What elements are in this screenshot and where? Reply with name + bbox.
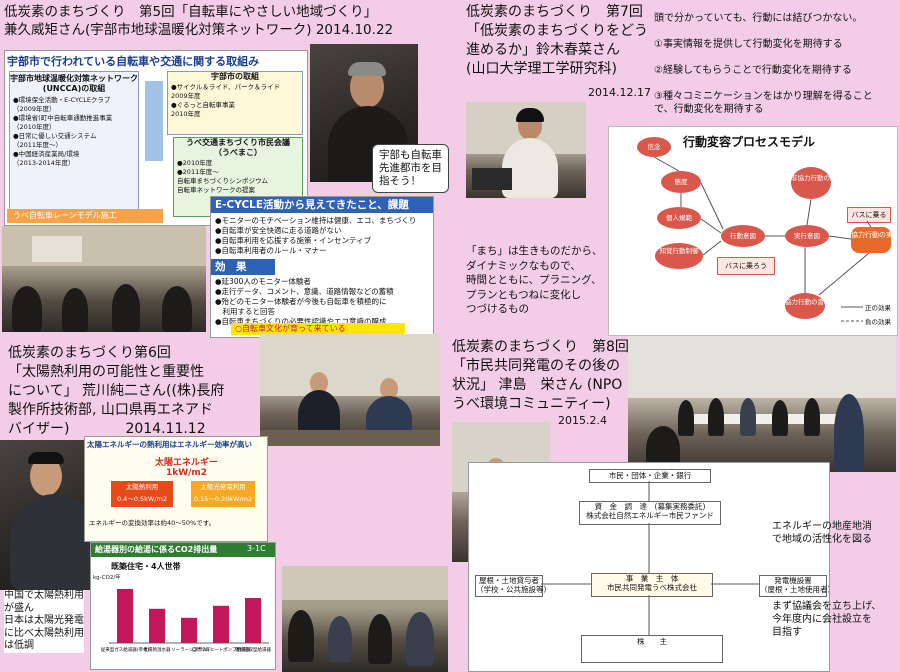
lecture6-title: 低炭素のまちづくり第6回 「太陽熱利用の可能性と重要性 について」 荒川純二さん… bbox=[8, 345, 225, 437]
link-arrow bbox=[145, 81, 163, 161]
solar-energy: 太陽エネルギー 1kW/m2 bbox=[155, 458, 219, 478]
co2-chart-tag: 3-1C bbox=[247, 544, 266, 553]
lecture5-slide-title: 宇部市で行われている自転車や交通に関する取組み bbox=[7, 55, 260, 68]
legend-positive: 正の効果 bbox=[865, 304, 891, 312]
tick-label-3: 自然冷媒ヒートポンプ給湯器 bbox=[192, 646, 251, 653]
node-attitude: 態度 bbox=[661, 171, 701, 193]
node-control: 知覚行動制御 bbox=[655, 243, 703, 269]
effect-title: 効 果 bbox=[211, 259, 275, 275]
bike-culture-label: ○自転車文化が育って来ている bbox=[231, 323, 405, 335]
co2-chart-title: 既築住宅・4人世帯 bbox=[111, 562, 181, 571]
effect-items: ●延300人のモニター体験者 ●走行データ、コメント、意識、道路情報などの蓄積 … bbox=[215, 277, 394, 326]
solar-heat-box: 太陽熱利用 0.4～0.5kW/m2 bbox=[111, 481, 173, 507]
flow-main-entity: 事 業 主 体 市民共同発電うべ株式会社 bbox=[591, 573, 713, 597]
uncca-items: ●環境保全活動・E-CYCLEクラブ （2009年度） ●環境省(町中自転車通勤… bbox=[13, 96, 113, 167]
lecture5-audience-photo bbox=[2, 226, 206, 332]
lecture7-date: 2014.12.17 bbox=[588, 86, 651, 99]
node-implementation: 実行意図 bbox=[785, 225, 829, 247]
solar-slide: 太陽エネルギーの熱利用はエネルギー効率が高い 太陽エネルギー 1kW/m2 太陽… bbox=[84, 436, 268, 542]
node-noncoop-habit: 非協力行動の習慣 bbox=[791, 167, 843, 199]
tick-label-1: 太陽熱温水器 bbox=[144, 646, 171, 653]
behavior-model-arrows bbox=[653, 156, 872, 322]
lecture8-meeting-photo bbox=[628, 336, 896, 472]
lecture5-slide: 宇部市で行われている自転車や交通に関する取組み 宇部市地球温暖化対策ネットワーク… bbox=[4, 50, 308, 226]
bar-4 bbox=[245, 598, 261, 643]
flow-shareholders: 株 主 bbox=[581, 635, 723, 663]
tick-label-0: 従来型ガス給湯器(参考) bbox=[101, 646, 150, 653]
bar-1 bbox=[149, 608, 165, 643]
uncca-header: 宇部市地球温暖化対策ネットワーク (UNCCA)の取組 bbox=[10, 74, 138, 93]
flow-citizens: 市民・団体・企業・銀行 bbox=[589, 469, 711, 483]
bar-3 bbox=[213, 605, 229, 643]
flow-roof-lender: 屋根・土地貸与者 （学校・公共施設等） bbox=[475, 575, 551, 597]
lecture7-quote: 「まち」は生きものだから、 ダイナミックなもので、 時間とともに、プラニング、 … bbox=[466, 245, 603, 315]
flow-generator: 発電機設置 （屋根・土地使用者） bbox=[759, 575, 829, 597]
bar-0 bbox=[117, 589, 133, 643]
ube-city-header: 宇部市の取組 bbox=[211, 72, 259, 81]
lecture5-title: 低炭素のまちづくり 第5回「自転車にやさしい地域づくり」 兼久威矩さん(宇部市地… bbox=[4, 4, 394, 38]
uncca-box: 宇部市地球温暖化対策ネットワーク (UNCCA)の取組 ●環境保全活動・E-CY… bbox=[9, 71, 139, 223]
tick-label-2: ソーラーシステム bbox=[171, 647, 207, 653]
node-coop-habit: 協力行動の習慣 bbox=[785, 293, 831, 319]
flow-fund: 資 金 調 達 (募集実務委託) 株式会社自然エネルギー市民ファンド bbox=[579, 501, 721, 525]
ecycle-title: E-CYCLE活動から見えてきたこと、課題 bbox=[211, 197, 433, 213]
bar-2 bbox=[181, 617, 197, 643]
speaker7-photo bbox=[466, 102, 586, 198]
lecture7-points: 頭で分かっていても、行動には結びつかない。 ①事実情報を提供して行動変化を期待す… bbox=[654, 13, 873, 115]
co2-chart-header: 給湯器別の給湯に係るCO2排出量 bbox=[95, 545, 218, 554]
ecycle-slide: E-CYCLE活動から見えてきたこと、課題 ●モニターのモチベーション維持は健康… bbox=[210, 196, 434, 338]
flow-arrows bbox=[541, 481, 759, 635]
ubemako-header: うべ交通まちづくり市民会議 （うべまこ） bbox=[186, 138, 290, 157]
lecture6-audience-photo bbox=[282, 566, 448, 672]
node-coop-exec: 協力行動の実行 bbox=[851, 227, 897, 253]
legend-negative: 負の効果 bbox=[865, 318, 891, 326]
bike-lane-label: うべ自転車レーンモデル施工 bbox=[7, 209, 163, 223]
solar-pv-box: 太陽光発電利用 0.15～0.20kW/m2 bbox=[191, 481, 255, 507]
node-bus-intent: バスに乗ろう bbox=[717, 257, 775, 275]
lecture8-note2: まず協議会を立ち上げ、 今年度内に会社設立を 目指す bbox=[772, 601, 882, 638]
lecture5-speech-bubble: 宇部も自転車 先進都市を目 指そう！ bbox=[372, 144, 449, 193]
node-intention: 行動意図 bbox=[721, 225, 765, 247]
lecture8-note1: エネルギーの地産地消 で地域の活性化を図る bbox=[772, 521, 872, 545]
behavior-model-title: 行動変容プロセスモデル bbox=[683, 135, 816, 149]
ecycle-items: ●モニターのモチベーション維持は健康、エコ、まちづくり ●自転車が安全快適に走る… bbox=[215, 216, 417, 255]
lecture8-date: 2015.2.4 bbox=[558, 414, 607, 427]
co2-chart-slide: 給湯器別の給湯に係るCO2排出量 3-1C 既築住宅・4人世帯 kg-CO2/年… bbox=[90, 542, 276, 670]
node-belief: 信念 bbox=[637, 137, 671, 157]
solar-efficiency-note: エネルギーの変換効率は約40～50%です。 bbox=[89, 519, 216, 527]
ube-city-box: 宇部市の取組 ●サイクル＆ライド、パーク＆ライド 2009年度 ●ぐるっと自転車… bbox=[167, 71, 303, 135]
lecture6-side-note: 中国で太陽熱利用 が盛ん 日本は太陽光発電 に比べ太陽熱利用 は低調 bbox=[4, 590, 84, 653]
citizen-power-diagram: 市民・団体・企業・銀行 資 金 調 達 (募集実務委託) 株式会社自然エネルギー… bbox=[468, 462, 830, 672]
ube-city-items: ●サイクル＆ライド、パーク＆ライド 2009年度 ●ぐるっと自転車事業 2010… bbox=[171, 83, 281, 118]
co2-chart-ylabel: kg-CO2/年 bbox=[93, 575, 121, 581]
lecture6-panel-photo bbox=[260, 334, 440, 446]
node-norm: 個人規範 bbox=[657, 207, 701, 229]
lecture8-title: 低炭素のまちづくり 第8回 「市民共同発電のその後の 状況」 津島 栄さん (N… bbox=[452, 339, 629, 412]
lecture7-title: 低炭素のまちづくり 第7回 「低炭素のまちづくりをどう 進めるか」鈴木春菜さん … bbox=[466, 4, 648, 77]
behavior-model-slide: 行動変容プロセスモデル 信念 態度 個人規範 知覚行動制御 行動意図 実行意図 … bbox=[608, 126, 898, 336]
node-take-bus: バスに乗る bbox=[847, 207, 891, 223]
co2-chart: 従来型ガス給湯器(参考)太陽熱温水器ソーラーシステム自然冷媒ヒートポンプ給湯器潜… bbox=[101, 589, 271, 653]
solar-slide-title: 太陽エネルギーの熱利用はエネルギー効率が高い bbox=[87, 440, 252, 449]
ubemako-items: ●2010年度 ●2011年度～ 自転車まちづくりシンポジウム 自転車ネットワー… bbox=[177, 159, 268, 194]
tick-label-4: 潜熱回収型給湯器 bbox=[235, 646, 271, 653]
